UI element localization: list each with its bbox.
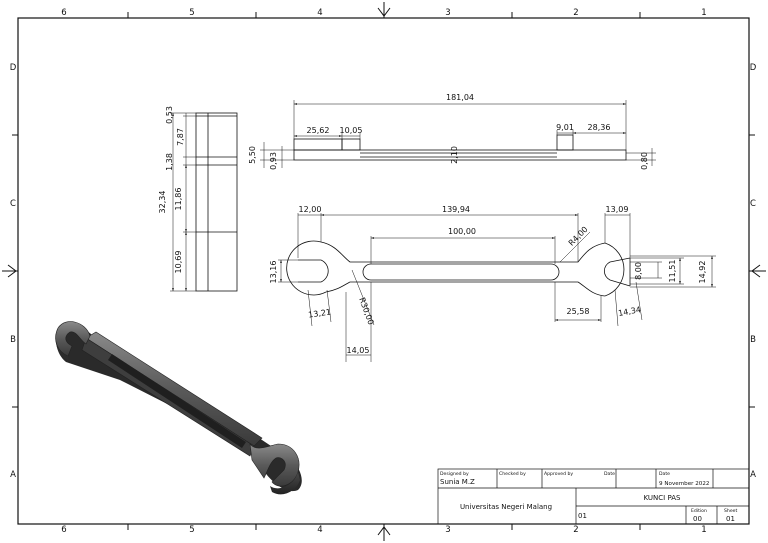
zone-row-right-d: D [750,63,757,73]
dim-25-62: 25,62 [307,126,330,135]
wrench-3d-render [55,321,302,495]
dim-13-16: 13,16 [269,261,278,284]
dim-2-10: 2,10 [450,146,459,164]
centering-mark-left [2,264,18,278]
side-view-dimensions: 0,53 7,87 1,38 32,34 11,86 10,69 [158,106,185,273]
date-label-2: Date [659,471,670,477]
dim-181-04: 181,04 [446,93,474,102]
dim-r30-00: R30,00 [357,296,375,326]
zone-col-bottom-2: 2 [573,525,578,535]
zone-col-top-5: 5 [189,8,194,18]
sheet-label: Sheet [724,508,737,514]
zone-col-top-6: 6 [61,8,66,18]
drawing-number: 01 [578,512,587,520]
dim-25-58: 25,58 [567,307,590,316]
dim-14-05: 14,05 [347,346,370,355]
dim-139-94: 139,94 [442,205,470,214]
zone-row-left-b: B [10,335,16,345]
front-view [278,213,716,362]
zone-col-bottom-6: 6 [61,525,66,535]
dim-10-69: 10,69 [174,251,183,274]
top-view-dimensions: 181,04 25,62 10,05 9,01 28,36 5,50 0,93 … [248,93,649,170]
designed-by-label: Designed by [440,471,469,477]
zone-col-top-2: 2 [573,8,578,18]
zone-row-left-c: C [10,199,16,209]
zone-labels: 6 5 4 3 2 1 6 5 4 3 2 1 D C B A D C B A [10,8,757,535]
title-block-text: Designed by Sunia M.Z Checked by Approve… [440,471,737,523]
centering-mark-bottom [377,524,391,541]
front-view-dimensions: 12,00 139,94 13,09 100,00 R4,00 13,16 13… [269,205,707,355]
edition-value: 00 [693,515,702,523]
edition-label: Edition [691,508,707,514]
zone-col-bottom-1: 1 [701,525,706,535]
centering-mark-right [749,264,766,278]
dim-11-51: 11,51 [668,260,677,283]
dim-32-34: 32,34 [158,191,167,214]
zone-row-right-a: A [750,470,756,480]
dim-14-34: 14,34 [618,305,642,318]
zone-row-left-d: D [10,63,17,73]
zone-col-top-3: 3 [445,8,450,18]
top-view [260,100,656,168]
zone-col-bottom-4: 4 [317,525,322,535]
zone-row-right-b: B [750,335,756,345]
centering-mark-top [377,2,391,18]
title-block [437,468,750,525]
zone-col-top-1: 1 [701,8,706,18]
date-label-1: Date [604,471,615,477]
dim-1-38: 1,38 [165,153,174,171]
dim-5-50: 5,50 [248,146,257,164]
dim-0-53: 0,53 [165,106,174,124]
checked-by-label: Checked by [499,471,526,477]
designed-by-value: Sunia M.Z [440,478,475,486]
dim-13-21: 13,21 [308,307,332,319]
institution-name: Universitas Negeri Malang [460,503,552,511]
zone-col-bottom-3: 3 [445,525,450,535]
side-view [170,112,238,292]
zone-col-top-4: 4 [317,8,322,18]
dim-7-87: 7,87 [176,128,185,146]
zone-col-bottom-5: 5 [189,525,194,535]
dim-0-80: 0,80 [640,152,649,170]
date-value: 9 November 2022 [659,481,709,487]
dim-11-86: 11,86 [174,188,183,211]
sheet-value: 01 [726,515,735,523]
dim-12-00: 12,00 [299,205,322,214]
dim-0-93: 0,93 [269,152,278,170]
dim-28-36: 28,36 [588,123,611,132]
approved-by-label: Approved by [544,471,573,477]
dim-8-00: 8,00 [634,262,643,280]
zone-row-right-c: C [750,199,756,209]
dim-9-01: 9,01 [556,123,574,132]
dim-10-05: 10,05 [340,126,363,135]
zone-row-left-a: A [10,470,16,480]
drawing-title: KUNCI PAS [644,494,682,502]
dim-13-09: 13,09 [606,205,629,214]
dim-14-92: 14,92 [698,261,707,284]
dim-100-00: 100,00 [448,227,476,236]
